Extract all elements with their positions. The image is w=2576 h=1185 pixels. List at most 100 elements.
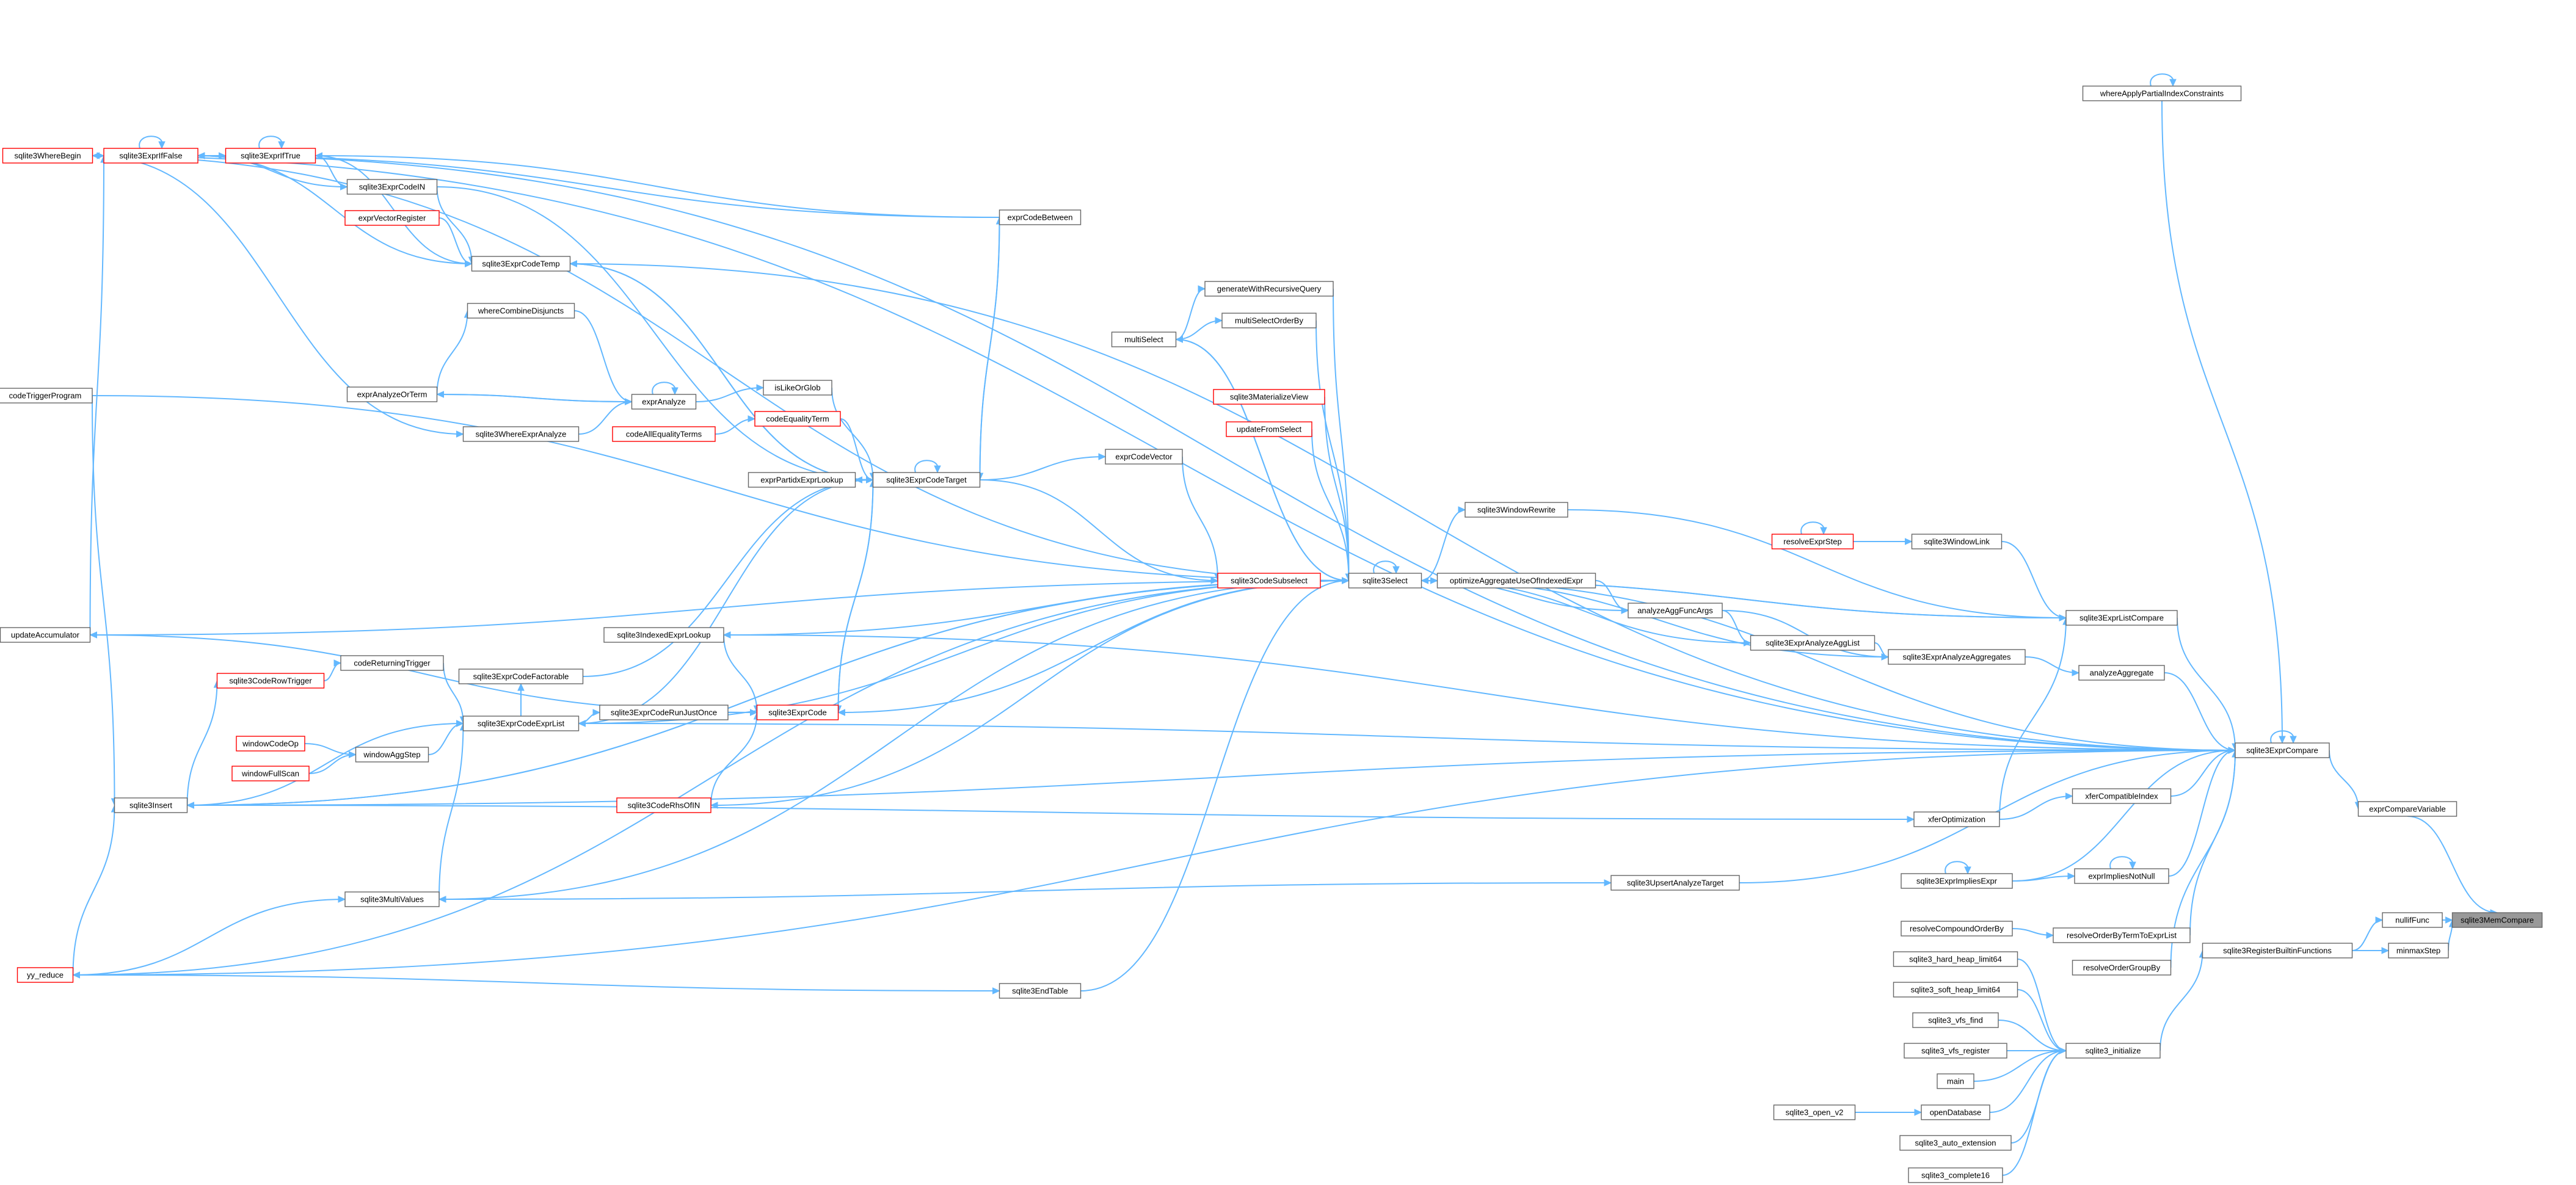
node-whereApplyPartialIndexConstraints[interactable]: whereApplyPartialIndexConstraints	[2082, 85, 2242, 101]
node-box[interactable]	[1217, 573, 1321, 589]
node-sqlite3ExprCodeExprList[interactable]: sqlite3ExprCodeExprList	[462, 716, 580, 731]
node-sqlite3MemCompare[interactable]: sqlite3MemCompare	[2451, 912, 2543, 928]
node-box[interactable]	[1464, 502, 1568, 518]
node-box[interactable]	[631, 394, 697, 410]
node-box[interactable]	[231, 766, 310, 781]
node-box[interactable]	[616, 797, 711, 813]
node-exprImpliesNotNull[interactable]: exprImpliesNotNull	[2074, 868, 2169, 884]
node-box[interactable]	[603, 627, 724, 643]
node-box[interactable]	[612, 426, 716, 442]
node-sqlite3MaterializeView[interactable]: sqlite3MaterializeView	[1213, 389, 1325, 405]
node-box[interactable]	[748, 472, 856, 488]
node-box[interactable]	[1893, 951, 2018, 967]
node-box[interactable]	[1911, 534, 2003, 549]
node-box[interactable]	[1888, 649, 2026, 665]
node-generateWithRecursiveQuery[interactable]: generateWithRecursiveQuery	[1204, 281, 1334, 297]
node-main[interactable]: main	[1937, 1073, 1974, 1089]
node-sqlite3RegisterBuiltinFunctions[interactable]: sqlite3RegisterBuiltinFunctions	[2202, 943, 2353, 959]
node-box[interactable]	[216, 673, 325, 689]
node-sqlite3ExprCodeTemp[interactable]: sqlite3ExprCodeTemp	[471, 256, 571, 272]
node-box[interactable]	[103, 148, 198, 164]
node-box[interactable]	[2082, 85, 2242, 101]
node-exprVectorRegister[interactable]: exprVectorRegister	[344, 210, 440, 226]
node-sqlite3ExprListCompare[interactable]: sqlite3ExprListCompare	[2065, 610, 2178, 626]
node-codeAllEqualityTerms[interactable]: codeAllEqualityTerms	[612, 426, 716, 442]
node-box[interactable]	[1628, 603, 1723, 618]
node-sqlite3IndexedExprLookup[interactable]: sqlite3IndexedExprLookup	[603, 627, 724, 643]
node-box[interactable]	[1901, 873, 2013, 889]
node-xferOptimization[interactable]: xferOptimization	[1913, 811, 2000, 827]
node-analyzeAggregate[interactable]: analyzeAggregate	[2078, 665, 2165, 681]
node-windowCodeOp[interactable]: windowCodeOp	[236, 736, 305, 752]
node-box[interactable]	[340, 655, 444, 671]
node-box[interactable]	[236, 736, 305, 752]
node-exprAnalyzeOrTerm[interactable]: exprAnalyzeOrTerm	[346, 386, 438, 402]
node-sqlite3ExprCodeRunJustOnce[interactable]: sqlite3ExprCodeRunJustOnce	[599, 705, 729, 720]
node-box[interactable]	[756, 705, 839, 720]
node-resolveCompoundOrderBy[interactable]: resolveCompoundOrderBy	[1901, 921, 2013, 937]
node-box[interactable]	[2388, 943, 2449, 959]
node-box[interactable]	[999, 983, 1082, 999]
node-sqlite3MultiValues[interactable]: sqlite3MultiValues	[344, 891, 440, 907]
node-box[interactable]	[2, 148, 93, 164]
node-sqlite3_initialize[interactable]: sqlite3_initialize	[2065, 1043, 2161, 1059]
node-resolveExprStep[interactable]: resolveExprStep	[1771, 534, 1854, 549]
node-box[interactable]	[1912, 1012, 1999, 1028]
node-codeTriggerProgram[interactable]: codeTriggerProgram	[0, 388, 93, 404]
node-box[interactable]	[1213, 389, 1325, 405]
node-sqlite3_vfs_find[interactable]: sqlite3_vfs_find	[1912, 1012, 1999, 1028]
node-exprCodeBetween[interactable]: exprCodeBetween	[999, 209, 1082, 225]
node-box[interactable]	[2072, 960, 2172, 976]
node-box[interactable]	[1921, 1104, 1990, 1120]
node-sqlite3ExprAnalyzeAggList[interactable]: sqlite3ExprAnalyzeAggList	[1750, 635, 1876, 651]
node-sqlite3_auto_extension[interactable]: sqlite3_auto_extension	[1899, 1135, 2012, 1151]
node-box[interactable]	[1901, 921, 2013, 937]
node-box[interactable]	[344, 891, 440, 907]
node-windowAggStep[interactable]: windowAggStep	[355, 747, 429, 763]
node-box[interactable]	[2382, 912, 2443, 928]
node-box[interactable]	[2065, 1043, 2161, 1059]
node-sqlite3EndTable[interactable]: sqlite3EndTable	[999, 983, 1082, 999]
node-whereCombineDisjuncts[interactable]: whereCombineDisjuncts	[467, 303, 575, 319]
node-sqlite3UpsertAnalyzeTarget[interactable]: sqlite3UpsertAnalyzeTarget	[1610, 875, 1740, 891]
node-sqlite3ExprCodeFactorable[interactable]: sqlite3ExprCodeFactorable	[458, 669, 584, 684]
node-box[interactable]	[471, 256, 571, 272]
node-windowFullScan[interactable]: windowFullScan	[231, 766, 310, 781]
node-box[interactable]	[2053, 927, 2191, 943]
node-openDatabase[interactable]: openDatabase	[1921, 1104, 1990, 1120]
node-sqlite3WindowLink[interactable]: sqlite3WindowLink	[1911, 534, 2003, 549]
node-sqlite3Select[interactable]: sqlite3Select	[1348, 573, 1422, 589]
node-box[interactable]	[2074, 868, 2169, 884]
node-sqlite3WindowRewrite[interactable]: sqlite3WindowRewrite	[1464, 502, 1568, 518]
node-exprCompareVariable[interactable]: exprCompareVariable	[2357, 801, 2458, 817]
node-box[interactable]	[0, 627, 91, 643]
node-box[interactable]	[2235, 742, 2330, 758]
node-resolveOrderGroupBy[interactable]: resolveOrderGroupBy	[2072, 960, 2172, 976]
node-sqlite3ExprIfFalse[interactable]: sqlite3ExprIfFalse	[103, 148, 198, 164]
node-sqlite3CodeSubselect[interactable]: sqlite3CodeSubselect	[1217, 573, 1321, 589]
node-box[interactable]	[346, 386, 438, 402]
node-updateFromSelect[interactable]: updateFromSelect	[1226, 421, 1312, 437]
node-sqlite3CodeRhsOfIN[interactable]: sqlite3CodeRhsOfIN	[616, 797, 711, 813]
node-exprPartidxExprLookup[interactable]: exprPartidxExprLookup	[748, 472, 856, 488]
node-sqlite3ExprAnalyzeAggregates[interactable]: sqlite3ExprAnalyzeAggregates	[1888, 649, 2026, 665]
node-sqlite3WhereBegin[interactable]: sqlite3WhereBegin	[2, 148, 93, 164]
node-box[interactable]	[1771, 534, 1854, 549]
node-box[interactable]	[1436, 573, 1596, 589]
node-sqlite3CodeRowTrigger[interactable]: sqlite3CodeRowTrigger	[216, 673, 325, 689]
node-optimizeAggregateUseOfIndexedExpr[interactable]: optimizeAggregateUseOfIndexedExpr	[1436, 573, 1596, 589]
node-sqlite3ExprCodeIN[interactable]: sqlite3ExprCodeIN	[346, 179, 438, 195]
node-box[interactable]	[999, 209, 1082, 225]
node-sqlite3_vfs_register[interactable]: sqlite3_vfs_register	[1904, 1043, 2007, 1059]
node-nullifFunc[interactable]: nullifFunc	[2382, 912, 2443, 928]
node-box[interactable]	[2065, 610, 2178, 626]
node-box[interactable]	[225, 148, 316, 164]
node-exprAnalyze[interactable]: exprAnalyze	[631, 394, 697, 410]
node-box[interactable]	[344, 210, 440, 226]
node-exprCodeVector[interactable]: exprCodeVector	[1105, 449, 1183, 465]
node-box[interactable]	[1773, 1104, 1856, 1120]
node-sqlite3ExprCode[interactable]: sqlite3ExprCode	[756, 705, 839, 720]
node-minmaxStep[interactable]: minmaxStep	[2388, 943, 2449, 959]
node-box[interactable]	[458, 669, 584, 684]
node-xferCompatibleIndex[interactable]: xferCompatibleIndex	[2072, 788, 2172, 804]
